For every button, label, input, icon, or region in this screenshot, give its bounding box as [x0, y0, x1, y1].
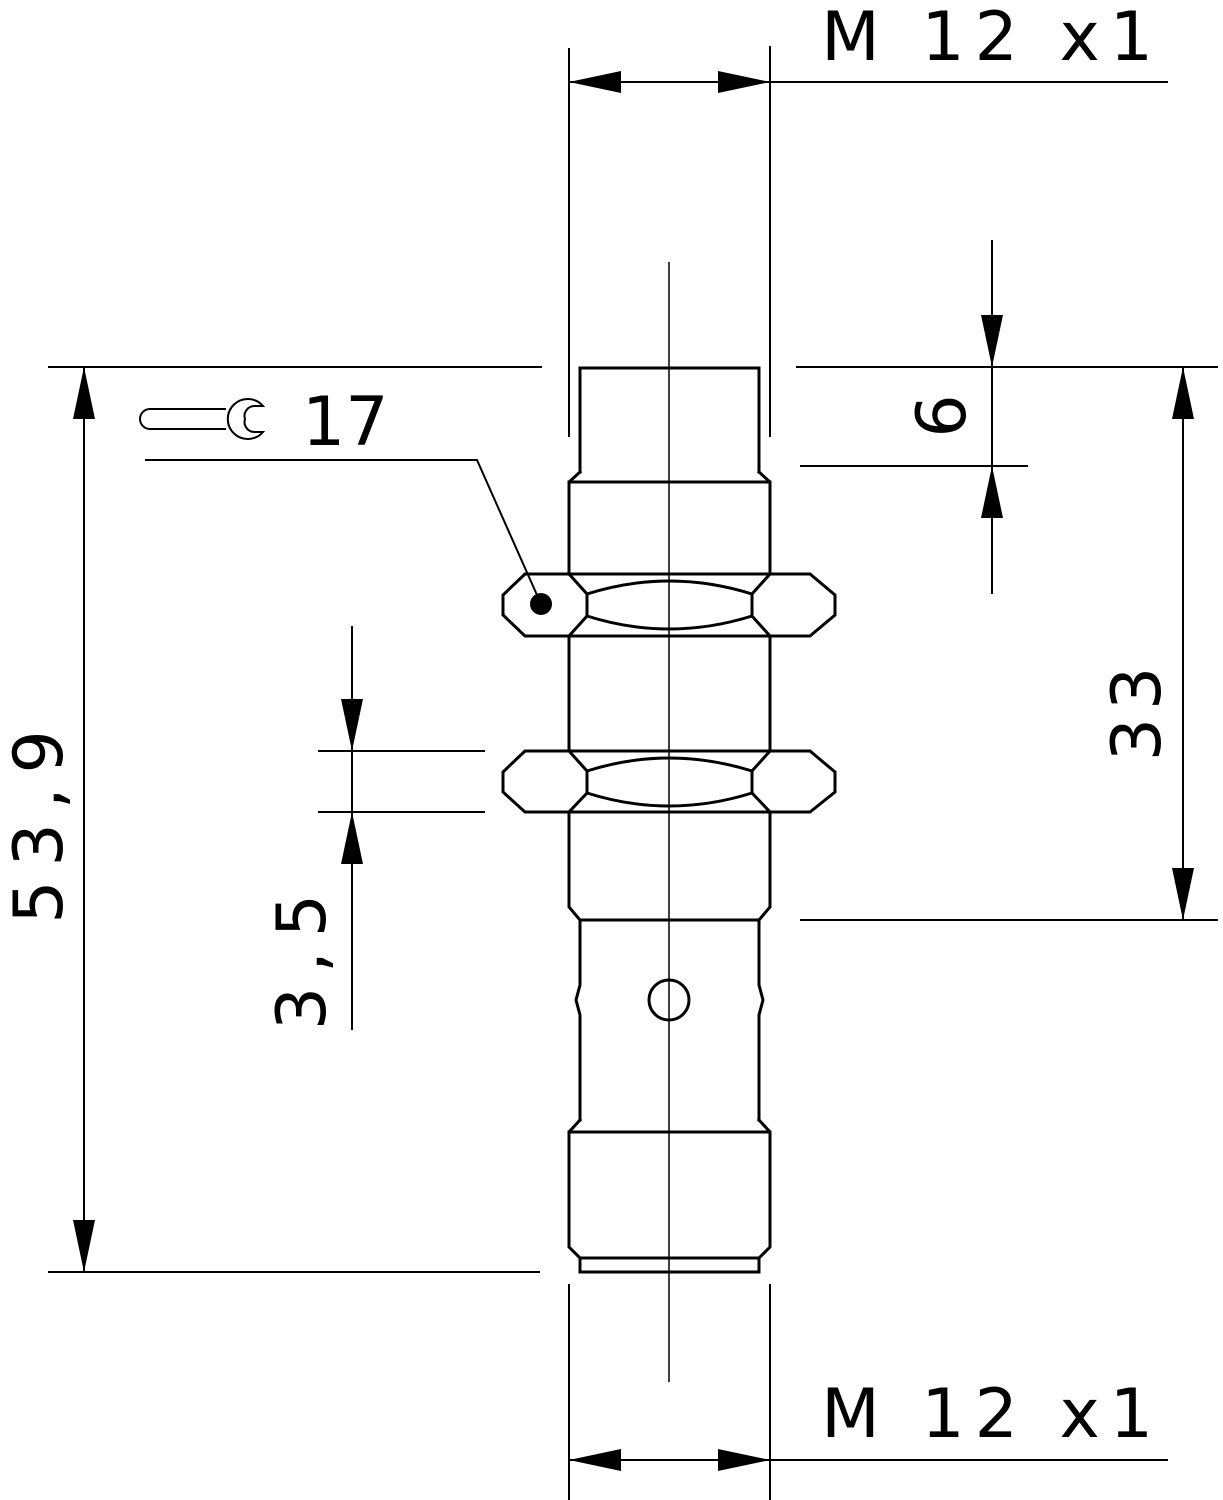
- wrench-size-callout: 17: [139, 383, 542, 605]
- wrench-icon: [139, 398, 266, 440]
- wrench-size-label: 17: [302, 383, 389, 462]
- thread-label-bottom: M 12 x1: [821, 1375, 1163, 1454]
- lower-nut: [501, 748, 837, 815]
- dimension-total-length: 53,9: [0, 366, 542, 1273]
- dimension-thread-top: M 12 x1: [568, 0, 1168, 437]
- thread-label-top: M 12 x1: [821, 0, 1163, 77]
- led-indicator: [647, 978, 691, 1022]
- dimension-thread-bottom: M 12 x1: [568, 1284, 1168, 1500]
- dimension-thread-length: 33: [796, 366, 1218, 921]
- sensor-body: [567, 366, 772, 1274]
- dimension-sensing-face: 6: [800, 240, 1028, 594]
- nut-thickness-label: 3,5: [263, 880, 342, 1030]
- dimension-nut-thickness: 3,5: [263, 626, 485, 1030]
- sensing-face-label: 6: [903, 394, 982, 437]
- thread-length-label: 33: [1098, 659, 1177, 762]
- total-length-label: 53,9: [0, 716, 79, 923]
